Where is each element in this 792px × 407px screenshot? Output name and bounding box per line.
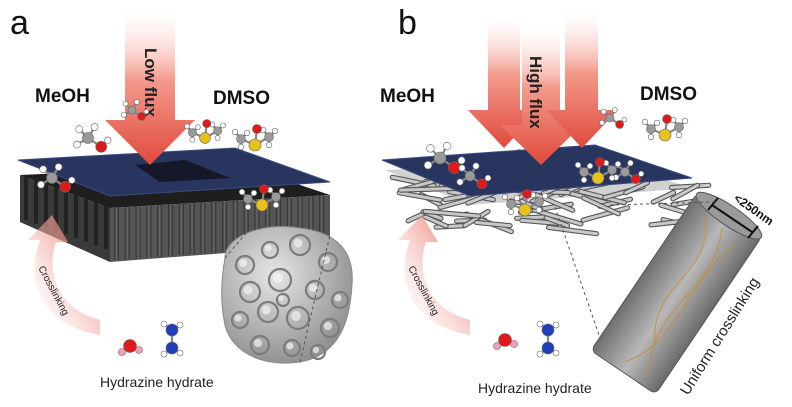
solvent-molecules [37,99,689,358]
panel-b-crosslinking-arrow: Crosslinking [398,215,470,335]
panel-a-flux-arrow: Low flux [105,10,195,165]
panel-b-dmso-label: DMSO [640,84,697,105]
panel-a-flux-label: Low flux [141,48,160,117]
panel-b: b High flux MeOH DMSO Crosslinking Hydra… [380,4,776,398]
panel-a: a Low flux MeOH DMSO Crosslinking Hydraz… [10,4,353,390]
panel-b-magnified-fiber: Uniform crosslinking [592,191,763,398]
panel-a-letter: a [10,4,29,42]
panel-b-meoh-label: MeOH [380,86,435,107]
panel-b-flux-label: High flux [526,56,545,129]
panel-b-flux-arrows: High flux [468,10,618,165]
panel-a-dmso-label: DMSO [213,88,270,109]
panel-a-pore-network-blob [221,226,353,364]
panel-b-hydrazine-label: Hydrazine hydrate [478,380,592,396]
panel-a-hydrazine-label: Hydrazine hydrate [100,374,214,390]
panel-b-letter: b [398,4,417,42]
panel-a-meoh-label: MeOH [35,86,90,107]
